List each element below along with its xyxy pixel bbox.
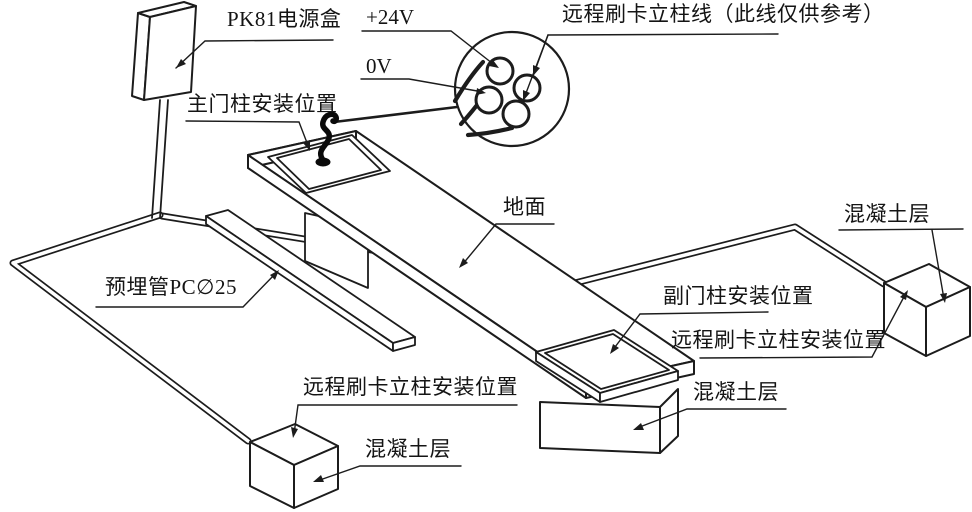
cable-detail-circle	[452, 30, 571, 148]
post-cable	[315, 105, 459, 167]
label-concrete-right: 混凝土层	[844, 202, 930, 226]
aux-gate-post-pad	[535, 329, 679, 403]
label-remote-reader-cable: 远程刷卡立柱线（此线仅供参考）	[562, 2, 885, 26]
label-ground: 地面	[503, 195, 546, 219]
concrete-block-right	[883, 263, 971, 357]
concrete-block-middle	[539, 388, 679, 454]
embedded-pipe-strip	[205, 209, 416, 352]
label-zero-v: 0V	[366, 54, 392, 78]
power-box-pole	[151, 99, 169, 219]
label-aux-gate-post: 副门柱安装位置	[663, 284, 814, 308]
label-remote-post-left: 远程刷卡立柱安装位置	[303, 375, 518, 399]
label-concrete-middle: 混凝土层	[693, 380, 779, 404]
concrete-block-left	[249, 423, 339, 509]
label-concrete-left: 混凝土层	[365, 437, 451, 461]
label-power-box: PK81电源盒	[227, 7, 342, 31]
power-box	[131, 1, 197, 101]
leader-arrowheads	[176, 59, 947, 482]
label-embedded-pipe: 预埋管PC∅25	[105, 275, 237, 299]
label-remote-post-right: 远程刷卡立柱安装位置	[671, 328, 886, 352]
label-plus-24v: +24V	[366, 5, 415, 29]
label-leaders	[95, 30, 964, 482]
label-main-gate-post: 主门柱安装位置	[187, 92, 338, 116]
conduit-pipe-loop-left	[9, 211, 252, 445]
